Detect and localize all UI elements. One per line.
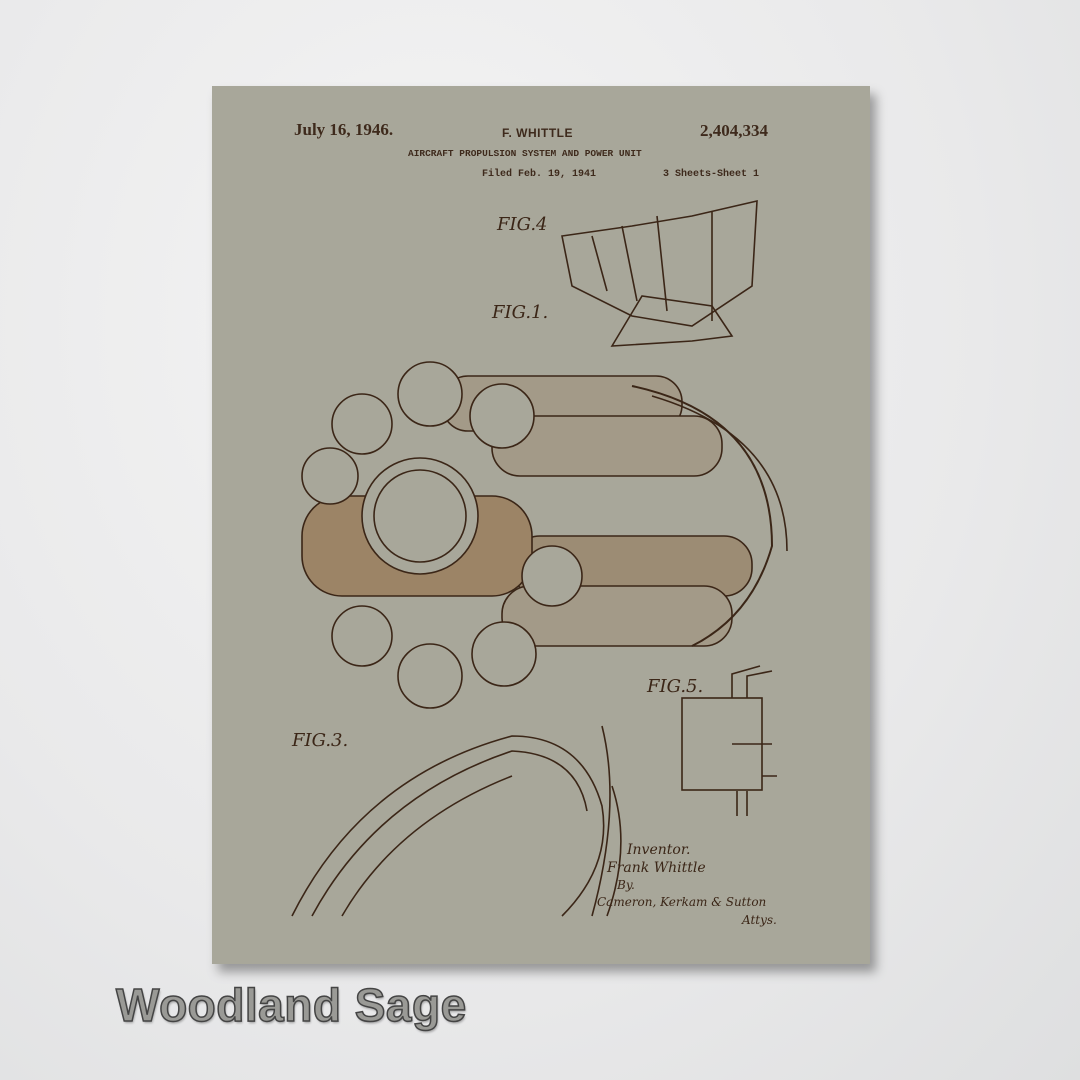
- patent-inventor-header: F. WHITTLE: [502, 126, 573, 140]
- chamber-ends: [301, 361, 583, 709]
- patent-title: AIRCRAFT PROPULSION SYSTEM AND POWER UNI…: [408, 148, 642, 159]
- fig3-drawing: [291, 725, 622, 917]
- patent-date: July 16, 1946.: [294, 120, 394, 139]
- inventor-signature: Frank Whittle: [606, 860, 706, 876]
- fig5-drawing: [681, 665, 777, 816]
- patent-sheets: 3 Sheets-Sheet 1: [663, 169, 760, 180]
- patent-print: July 16, 1946. F. WHITTLE 2,404,334 AIRC…: [212, 86, 870, 964]
- attys-label: Attys.: [741, 913, 777, 927]
- patent-filed-date: Filed Feb. 19, 1941: [482, 169, 597, 180]
- fig3-label: FIG.3.: [291, 730, 348, 751]
- product-caption: Woodland Sage: [115, 978, 467, 1032]
- fig4-label: FIG.4: [496, 214, 548, 235]
- inventor-label: Inventor.: [626, 842, 690, 858]
- attorneys-signature: Cameron, Kerkam & Sutton: [597, 895, 766, 909]
- fig4-duct-drawing: [561, 199, 758, 347]
- by-label: By.: [616, 878, 635, 892]
- fig1-label: FIG.1.: [491, 302, 548, 323]
- patent-number: 2,404,334: [700, 121, 768, 140]
- fig5-label: FIG.5.: [646, 676, 703, 697]
- engine-drawing: FIG.4 FIG.1. FIG.5. FIG.3. Inventor. Fra…: [291, 199, 788, 927]
